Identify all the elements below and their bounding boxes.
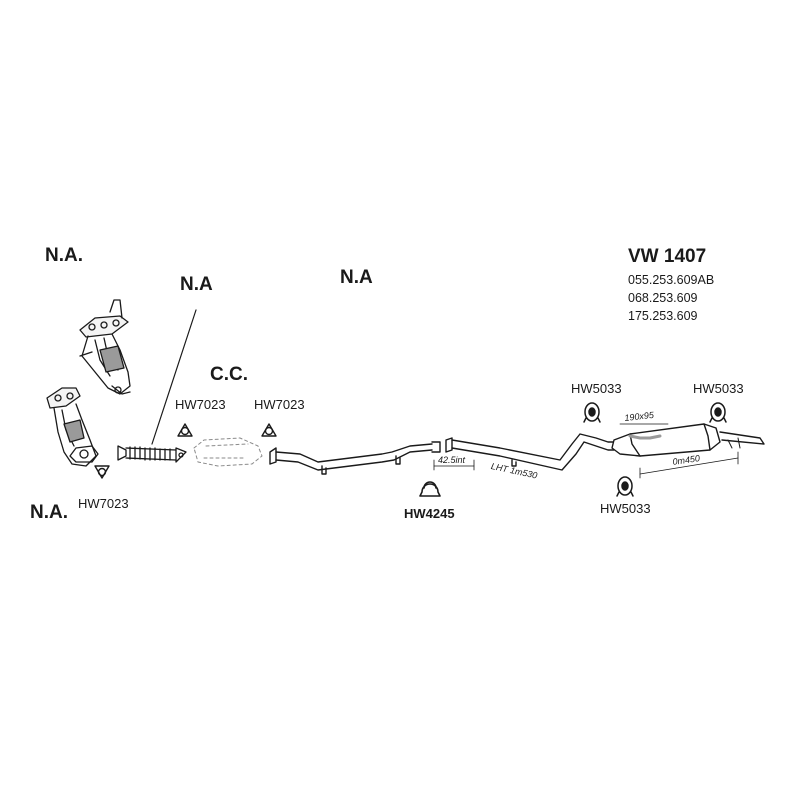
hanger-hw5033-1	[583, 402, 601, 423]
oem-ref-3: 175.253.609	[628, 309, 698, 323]
label-na-flex: N.A	[180, 274, 213, 295]
gasket-hw7023-left	[94, 465, 110, 479]
oem-ref-1: 055.253.609AB	[628, 273, 715, 287]
label-hw7023-left: HW7023	[78, 496, 129, 511]
catalytic-converter	[193, 437, 263, 467]
hanger-hw5033-2	[709, 402, 727, 423]
gasket-hw7023-mid	[177, 423, 193, 437]
label-hw7023-mid: HW7023	[175, 397, 226, 412]
oem-ref-2: 068.253.609	[628, 291, 698, 305]
flex-pipe	[117, 445, 187, 463]
label-hw7023-right: HW7023	[254, 397, 305, 412]
leader-line	[151, 309, 197, 445]
gasket-hw7023-right	[261, 423, 277, 437]
exhaust-manifold-lower	[46, 387, 99, 467]
label-hw5033-1: HW5033	[571, 381, 622, 396]
rear-muffler	[611, 423, 765, 457]
label-hw4245: HW4245	[404, 506, 455, 521]
front-pipe	[269, 441, 441, 475]
label-cc: C.C.	[210, 364, 248, 385]
exhaust-manifold-upper	[79, 299, 131, 395]
label-na-center: N.A	[340, 267, 373, 288]
label-hw5033-2: HW5033	[693, 381, 744, 396]
intermediate-pipe	[445, 433, 615, 471]
label-na-top-left: N.A.	[45, 245, 83, 266]
label-hw5033-3: HW5033	[600, 501, 651, 516]
dim-pipe-diameter: 42.5int	[438, 455, 466, 465]
label-na-bottom-left: N.A.	[30, 502, 68, 523]
clamp-hw4245	[419, 481, 441, 497]
muffler-dimension	[619, 423, 739, 479]
hanger-hw5033-3	[616, 476, 634, 497]
pipe-dimension	[433, 459, 475, 471]
model-title: VW 1407	[628, 246, 707, 267]
